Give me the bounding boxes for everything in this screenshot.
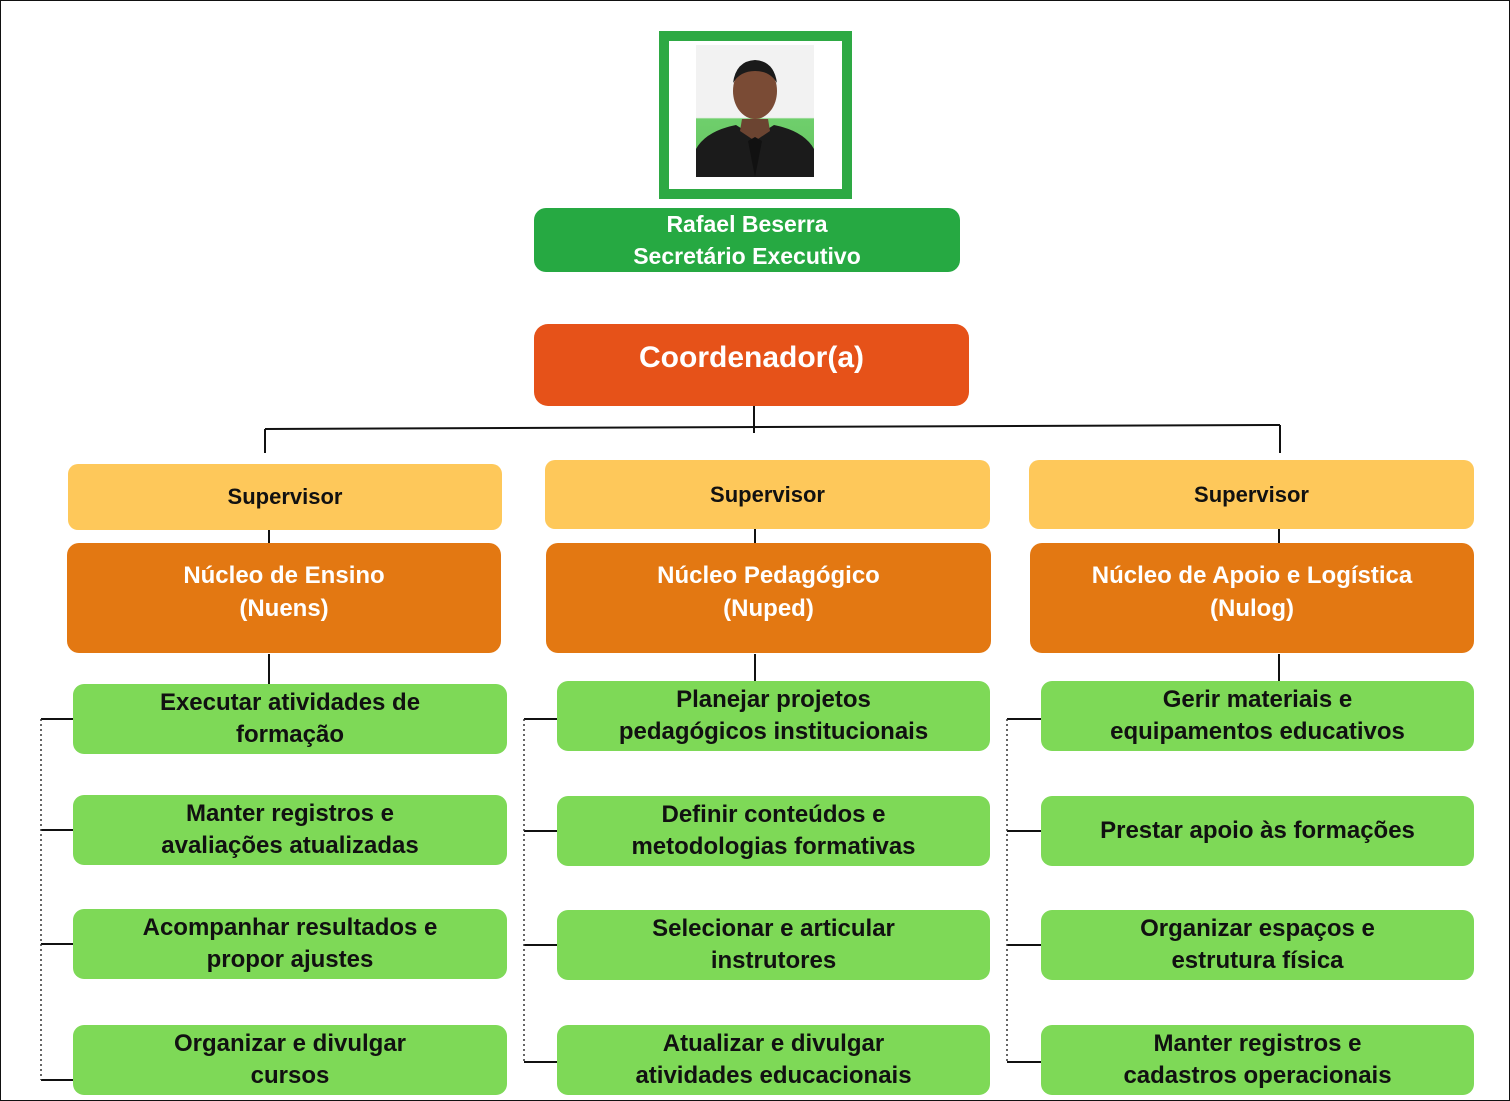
task-text: cursos bbox=[250, 1062, 330, 1089]
executive-photo bbox=[696, 45, 814, 177]
task-box: Gerir materiais e equipamentos educativo… bbox=[1041, 681, 1474, 751]
task-text: pedagógicos institucionais bbox=[618, 718, 929, 745]
nucleo-title: Núcleo de Ensino bbox=[183, 562, 385, 589]
coordinator-label: Coordenador(a) bbox=[639, 341, 864, 374]
supervisor-box-apoio: Supervisor bbox=[1029, 460, 1474, 529]
supervisor-box-ensino: Supervisor bbox=[68, 464, 502, 530]
nucleo-acronym: (Nuens) bbox=[239, 595, 329, 622]
nucleo-title: Núcleo Pedagógico bbox=[657, 562, 880, 589]
task-text: Organizar espaços e bbox=[1140, 915, 1375, 942]
task-text: Manter registros e bbox=[1153, 1030, 1362, 1057]
task-box: Organizar espaços e estrutura física bbox=[1041, 910, 1474, 980]
task-text: Atualizar e divulgar bbox=[662, 1030, 885, 1057]
task-text: Definir conteúdos e bbox=[661, 801, 886, 828]
task-box: Manter registros e cadastros operacionai… bbox=[1041, 1025, 1474, 1095]
executive-name: Rafael Beserra bbox=[666, 211, 828, 237]
nucleo-acronym: (Nulog) bbox=[1210, 595, 1294, 622]
task-text: Executar atividades de bbox=[159, 689, 421, 716]
task-box: Organizar e divulgar cursos bbox=[73, 1025, 507, 1095]
task-text: Prestar apoio às formações bbox=[1100, 817, 1415, 844]
task-text: instrutores bbox=[710, 947, 837, 974]
nucleo-box-apoio: Núcleo de Apoio e Logística (Nulog) bbox=[1030, 543, 1474, 653]
task-box: Planejar projetos pedagógicos institucio… bbox=[557, 681, 990, 751]
task-text: Selecionar e articular bbox=[652, 915, 895, 942]
task-box: Definir conteúdos e metodologias formati… bbox=[557, 796, 990, 866]
coordinator-box: Coordenador(a) bbox=[534, 324, 969, 406]
supervisor-label: Supervisor bbox=[710, 481, 825, 507]
nucleo-title: Núcleo de Apoio e Logística bbox=[1091, 562, 1413, 589]
nucleo-box-pedagogico: Núcleo Pedagógico (Nuped) bbox=[546, 543, 991, 653]
task-box: Manter registros e avaliações atualizada… bbox=[73, 795, 507, 865]
supervisor-box-pedagogico: Supervisor bbox=[545, 460, 990, 529]
task-text: estrutura física bbox=[1171, 947, 1344, 974]
nucleo-box-ensino: Núcleo de Ensino (Nuens) bbox=[67, 543, 501, 653]
task-box: Acompanhar resultados e propor ajustes bbox=[73, 909, 507, 979]
task-text: Organizar e divulgar bbox=[173, 1030, 407, 1057]
task-box: Prestar apoio às formações bbox=[1041, 796, 1474, 866]
task-text: Manter registros e bbox=[185, 800, 395, 827]
task-box: Atualizar e divulgar atividades educacio… bbox=[557, 1025, 990, 1095]
task-text: cadastros operacionais bbox=[1123, 1062, 1392, 1089]
supervisor-label: Supervisor bbox=[1194, 481, 1309, 507]
task-text: formação bbox=[235, 721, 345, 748]
supervisor-label: Supervisor bbox=[227, 484, 343, 509]
executive-role: Secretário Executivo bbox=[633, 243, 861, 269]
nucleo-acronym: (Nuped) bbox=[723, 595, 814, 622]
task-box: Executar atividades de formação bbox=[73, 684, 507, 754]
task-text: Acompanhar resultados e bbox=[142, 914, 438, 941]
task-text: propor ajustes bbox=[206, 946, 374, 973]
task-box: Selecionar e articular instrutores bbox=[557, 910, 990, 980]
task-text: Planejar projetos bbox=[676, 686, 871, 713]
task-text: equipamentos educativos bbox=[1110, 718, 1405, 745]
task-text: atividades educacionais bbox=[635, 1062, 912, 1089]
task-text: avaliações atualizadas bbox=[161, 832, 419, 859]
task-text: Gerir materiais e bbox=[1162, 686, 1353, 713]
executive-box: Rafael Beserra Secretário Executivo bbox=[534, 208, 960, 272]
task-text: metodologias formativas bbox=[631, 833, 916, 860]
